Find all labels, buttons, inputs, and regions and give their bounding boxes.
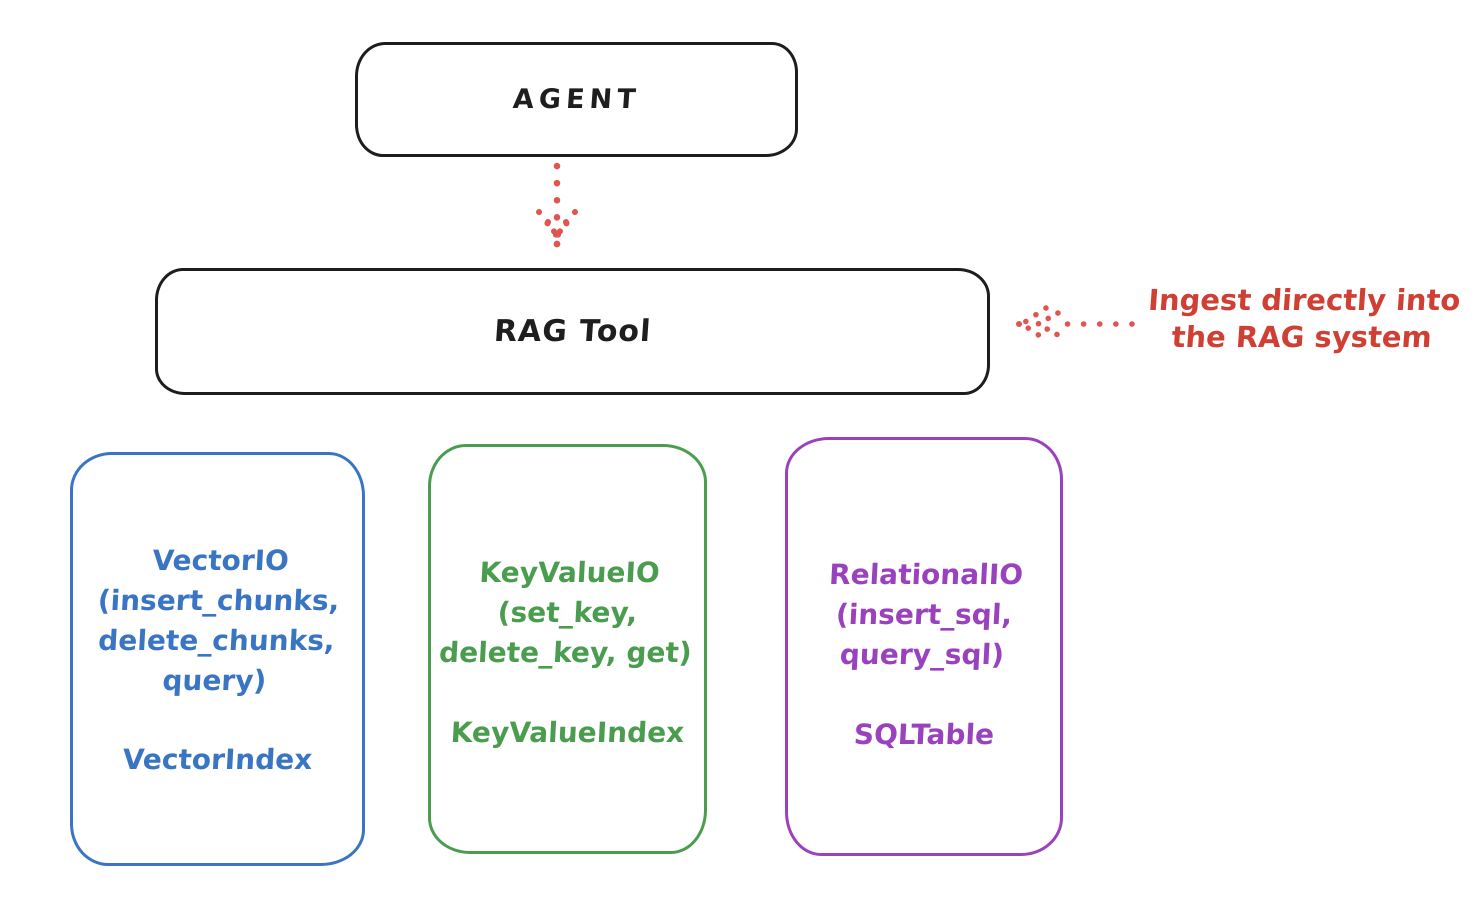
keyvalue-index-label: KeyValueIndex xyxy=(449,716,686,749)
sql-table-label: SQLTable xyxy=(853,718,995,751)
rag-tool-node: RAG Tool xyxy=(155,268,990,395)
relational-io-node: RelationalIO (insert_sql, query_sql) SQL… xyxy=(785,437,1063,856)
agent-label: AGENT xyxy=(511,84,642,115)
vector-index-label: VectorIndex xyxy=(121,743,314,776)
keyvalue-io-node: KeyValueIO (set_key, delete_key, get) Ke… xyxy=(428,444,707,854)
rag-tool-label: RAG Tool xyxy=(492,314,653,349)
dotted-arrow-left-icon xyxy=(1016,305,1135,343)
agent-node: AGENT xyxy=(355,42,798,157)
vector-io-methods-label: VectorIO (insert_chunks, delete_chunks, … xyxy=(96,544,341,697)
dotted-arrow-down-icon xyxy=(536,162,578,248)
ingest-annotation: Ingest directly into the RAG system xyxy=(1147,283,1462,354)
vector-io-node: VectorIO (insert_chunks, delete_chunks, … xyxy=(70,452,365,866)
relational-io-methods-label: RelationalIO (insert_sql, query_sql) xyxy=(828,558,1024,671)
keyvalue-io-methods-label: KeyValueIO (set_key, delete_key, get) xyxy=(438,556,693,669)
